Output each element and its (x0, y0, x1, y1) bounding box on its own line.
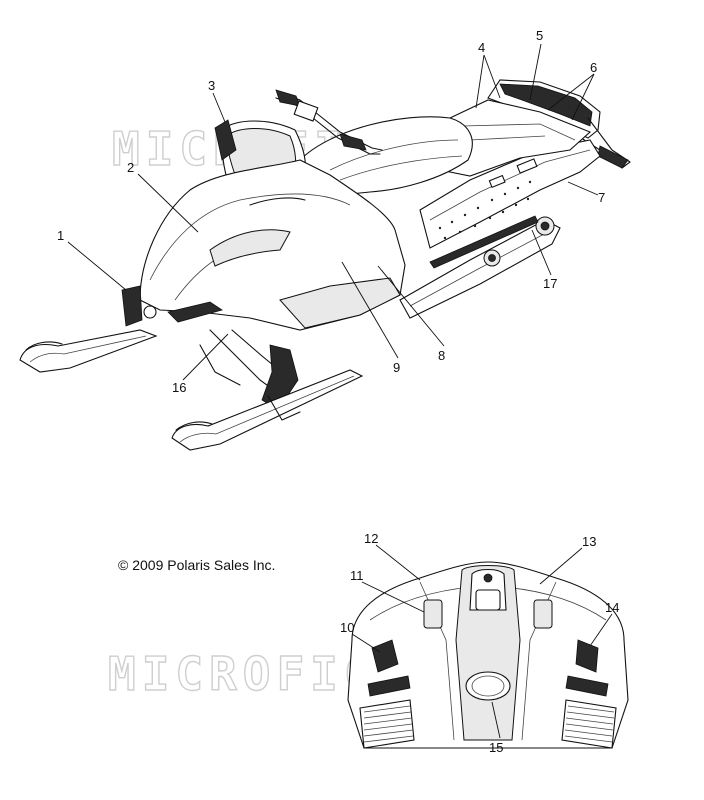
callout-3: 3 (208, 78, 215, 93)
callout-4: 4 (478, 40, 485, 55)
callout-16: 16 (172, 380, 186, 395)
callout-1: 1 (57, 228, 64, 243)
callout-10: 10 (340, 620, 354, 635)
front-view-illustration (347, 561, 629, 749)
snowmobile-illustration (19, 79, 631, 451)
tunnel-rivets (438, 180, 532, 240)
callout-6: 6 (590, 60, 597, 75)
callout-17: 17 (543, 276, 557, 291)
callout-11: 11 (350, 568, 364, 583)
callout-14: 14 (605, 600, 619, 615)
leader-lines (67, 43, 613, 739)
callout-7: 7 (598, 190, 605, 205)
callout-labels: 1 2 3 4 5 6 7 8 9 10 11 12 13 14 15 16 1… (57, 28, 619, 755)
copyright-notice: © 2009 Polaris Sales Inc. (118, 557, 275, 573)
callout-13: 13 (582, 534, 596, 549)
callout-8: 8 (438, 348, 445, 363)
callout-2: 2 (127, 160, 134, 175)
callout-15: 15 (489, 740, 503, 755)
callout-5: 5 (536, 28, 543, 43)
callout-12: 12 (364, 531, 378, 546)
callout-9: 9 (393, 360, 400, 375)
